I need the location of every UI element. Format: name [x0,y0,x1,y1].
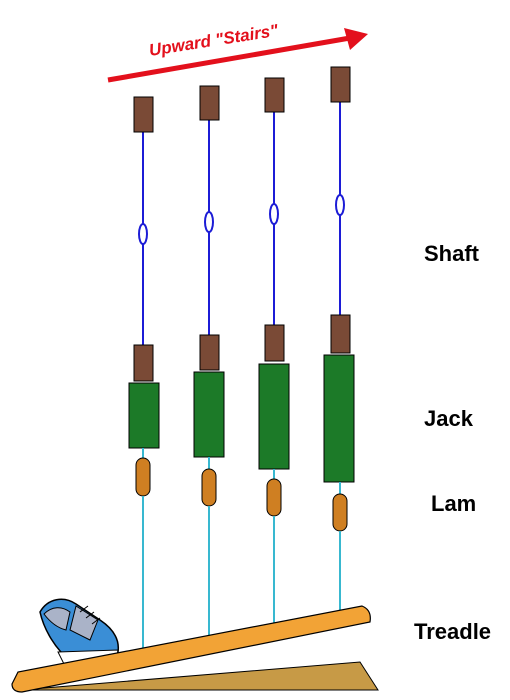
lam-label: Lam [431,491,476,516]
treadle-floor [19,661,379,691]
shaft-column-2 [193,85,225,648]
jack-label: Jack [424,406,474,431]
shaft-bottom-block [133,344,154,382]
shaft-label: Shaft [424,241,480,266]
heddle-eye [138,223,148,245]
lam-block [201,468,217,507]
jack-block [128,382,160,449]
jack-block [323,354,355,483]
shaft-top-block [133,96,154,133]
shaft-bottom-block [264,324,285,362]
jack-block [193,371,225,458]
treadle-label: Treadle [414,619,491,644]
shaft-bottom-block [330,314,351,354]
shaft-column-4 [323,66,355,627]
arrow-right-icon [107,35,351,83]
heddle-eye [335,194,345,216]
heddle-eye [269,203,279,225]
shaft-top-block [199,85,220,121]
arrow-head [344,28,368,50]
shaft-column-1 [128,96,160,655]
shaft-bottom-block [199,334,220,371]
lam-block [332,493,348,532]
heddle-eye [204,211,214,233]
lam-block [266,478,282,517]
shaft-top-block [264,77,285,113]
shaft-column-3 [258,77,290,638]
stairs-arrow: Upward "Stairs" [107,21,368,83]
jack-block [258,363,290,470]
shaft-top-block [330,66,351,103]
sneaker-icon [39,598,120,665]
lam-block [135,457,151,497]
treadle-board [11,605,371,693]
